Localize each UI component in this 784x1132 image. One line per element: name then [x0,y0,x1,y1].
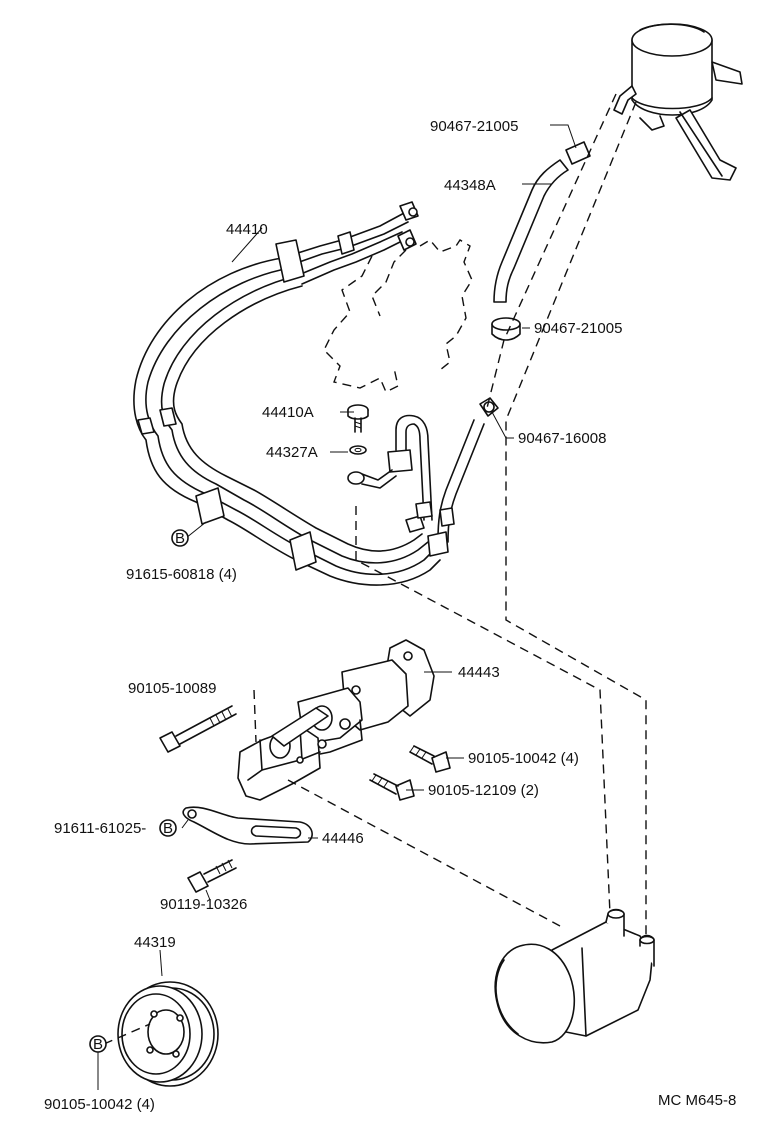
leader-lines [97,124,577,1090]
return-tube [427,419,485,557]
label-44319: 44319 [134,934,176,951]
label-90467-21005-upper: 90467-21005 [430,118,518,135]
label-90105-10042-pulley: 90105-10042 (4) [44,1096,155,1113]
adjusting-bar [182,806,313,845]
power-steering-pump [494,908,655,1044]
label-90105-10089: 90105-10089 [128,680,216,697]
svg-text:B: B [93,1036,103,1053]
union-bolt [347,404,369,433]
gasket [349,445,367,455]
long-bolt [159,705,237,753]
label-44348a: 44348A [444,177,496,194]
pressure-line-assembly [133,201,441,586]
label-90105-10042-bracket: 90105-10042 (4) [468,750,579,767]
hose-clamp-mid [491,317,521,341]
label-44443: 44443 [458,664,500,681]
pivot-bolt [187,859,237,893]
return-hose [493,141,591,303]
label-90119-10326: 90119-10326 [160,896,247,913]
label-91615-60818: 91615-60818 (4) [126,566,237,583]
b-marker-clamp-bolt: B [171,529,189,547]
pump-pulley [117,981,219,1087]
svg-text:B: B [175,530,185,547]
union-pipe [347,414,433,521]
pump-bracket [237,639,435,801]
label-44410: 44410 [226,221,268,238]
hose-clamp-small [479,397,499,417]
reservoir-tank [613,23,743,181]
label-91611-61025: 91611-61025- [54,820,146,837]
engine-outline [323,239,473,393]
label-44446: 44446 [322,830,364,847]
label-90467-16008: 90467-16008 [518,430,606,447]
assembly-dashed-lines [103,93,647,1045]
bracket-bolt-b [369,773,415,801]
label-44410a: 44410A [262,404,314,421]
label-44327a: 44327A [266,444,318,461]
label-90467-21005-mid: 90467-21005 [534,320,622,337]
svg-text:B: B [163,820,173,837]
label-90105-12109: 90105-12109 (2) [428,782,539,799]
drawing-code: MC M645-8 [658,1092,736,1109]
b-marker-adjust-bolt: B [159,819,177,837]
b-marker-pulley-bolt: B [89,1035,107,1053]
bracket-bolt-a [409,745,451,773]
